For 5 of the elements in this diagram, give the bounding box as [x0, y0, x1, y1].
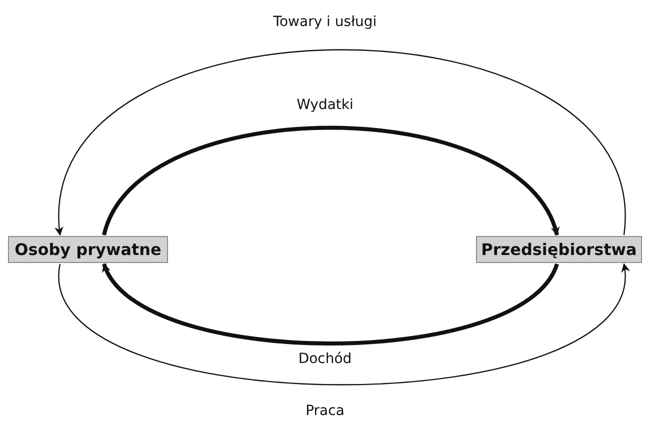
- flow-arrow: [102, 262, 559, 346]
- sector-box: Przedsiębiorstwa: [476, 236, 642, 263]
- sector-box: Osoby prywatne: [8, 236, 168, 263]
- flow-arrow: [102, 126, 559, 236]
- flow-arrow: [59, 263, 628, 386]
